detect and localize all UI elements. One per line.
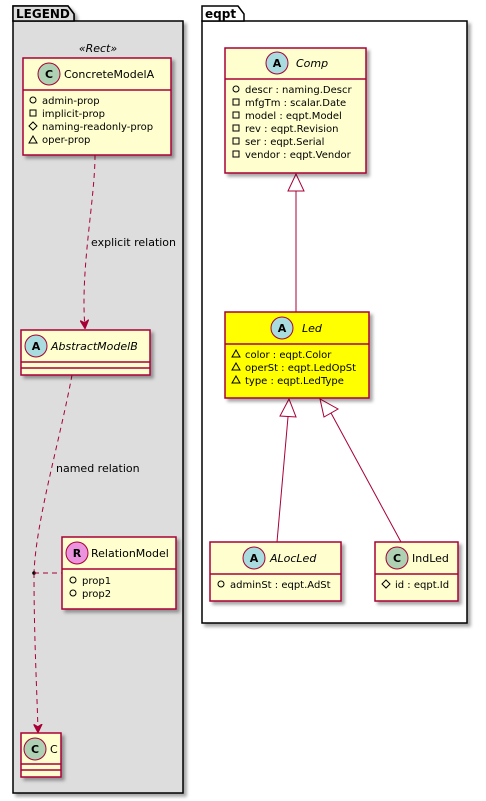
abstract-class-badge-icon bbox=[242, 546, 266, 570]
member: ser : eqpt.Serial bbox=[245, 137, 324, 148]
concrete-class-badge-icon bbox=[37, 62, 61, 86]
package-visibility-icon bbox=[231, 348, 241, 358]
badge-letter: R bbox=[73, 547, 82, 560]
abstract-class-badge-icon bbox=[265, 51, 289, 75]
badge-letter: A bbox=[250, 552, 259, 565]
package-visibility-icon bbox=[231, 361, 241, 371]
aloc-led-generalization-head bbox=[279, 397, 297, 418]
private-visibility-icon bbox=[29, 109, 37, 117]
package-visibility-icon bbox=[28, 134, 38, 144]
badge-letter: C bbox=[31, 743, 39, 756]
badge-letter: A bbox=[32, 340, 41, 353]
named-relation-label: named relation bbox=[56, 462, 140, 475]
legend-stereotype: «Rect» bbox=[79, 42, 118, 55]
member: color : eqpt.Color bbox=[245, 350, 332, 361]
badge-letter: C bbox=[393, 552, 401, 565]
led-comp-generalization-head bbox=[287, 172, 305, 192]
explicit-relation-edge bbox=[84, 154, 96, 328]
class-relation-model: R RelationModel prop1 prop2 bbox=[61, 536, 177, 610]
member: mfgTm : scalar.Date bbox=[245, 98, 346, 109]
edges: explicit relation named relation bbox=[32, 154, 402, 732]
aloc-led-generalization bbox=[276, 416, 289, 543]
member: model : eqpt.Model bbox=[245, 111, 342, 122]
member: oper-prop bbox=[42, 135, 90, 146]
package-visibility-icon bbox=[231, 374, 241, 384]
member: operSt : eqpt.LedOpSt bbox=[245, 363, 356, 374]
class-name: Comp bbox=[296, 57, 328, 70]
private-visibility-icon bbox=[232, 111, 240, 119]
class-name: RelationModel bbox=[91, 547, 169, 560]
class-abstract-model-b: A AbstractModelB bbox=[20, 329, 151, 376]
class-name: AbstractModelB bbox=[50, 340, 138, 353]
class-ind-led: C IndLed id : eqpt.Id bbox=[374, 541, 459, 602]
class-c: C C bbox=[20, 732, 62, 778]
named-relation-edge-upper bbox=[33, 374, 73, 574]
class-name: ConcreteModelA bbox=[64, 68, 155, 81]
public-visibility-icon bbox=[232, 85, 240, 93]
class-comp: A Comp descr : naming.Descr mfgTm : scal… bbox=[224, 47, 367, 174]
member: admin-prop bbox=[42, 96, 100, 107]
member: prop2 bbox=[82, 589, 111, 600]
named-relation-edge-lower bbox=[34, 572, 38, 732]
concrete-class-badge-icon bbox=[23, 737, 47, 761]
relation-class-badge-icon bbox=[65, 541, 89, 565]
protected-visibility-icon bbox=[28, 121, 38, 131]
eqpt-package-title: eqpt bbox=[205, 7, 236, 21]
protected-visibility-icon bbox=[381, 579, 391, 589]
public-visibility-icon bbox=[69, 576, 77, 584]
badge-letter: C bbox=[45, 68, 53, 81]
class-name: ALocLed bbox=[269, 552, 317, 565]
private-visibility-icon bbox=[232, 137, 240, 145]
abstract-class-badge-icon bbox=[24, 334, 48, 358]
class-aloc-led: A ALocLed adminSt : eqpt.AdSt bbox=[209, 541, 342, 602]
member: id : eqpt.Id bbox=[395, 580, 449, 591]
member: prop1 bbox=[82, 576, 111, 587]
member: rev : eqpt.Revision bbox=[245, 124, 338, 135]
abstract-class-badge-icon bbox=[270, 316, 294, 340]
badge-letter: A bbox=[273, 57, 282, 70]
class-led: A Led color : eqpt.Color operSt : eqpt.L… bbox=[224, 311, 370, 399]
member: descr : naming.Descr bbox=[245, 85, 352, 96]
explicit-relation-label: explicit relation bbox=[91, 236, 176, 249]
class-concrete-model-a: C ConcreteModelA admin-prop implicit-pro… bbox=[22, 57, 172, 156]
class-name: C bbox=[50, 743, 58, 756]
public-visibility-icon bbox=[69, 589, 77, 597]
private-visibility-icon bbox=[232, 98, 240, 106]
member: type : eqpt.LedType bbox=[245, 376, 344, 387]
public-visibility-icon bbox=[217, 580, 225, 588]
ind-led-generalization-head bbox=[319, 398, 340, 418]
member: naming-readonly-prop bbox=[42, 122, 153, 133]
class-name: Led bbox=[302, 322, 323, 335]
ind-led-generalization bbox=[330, 412, 402, 543]
private-visibility-icon bbox=[232, 150, 240, 158]
public-visibility-icon bbox=[29, 96, 37, 104]
private-visibility-icon bbox=[232, 124, 240, 132]
class-name: IndLed bbox=[412, 552, 449, 565]
legend-package-title: LEGEND bbox=[16, 7, 70, 21]
member: vendor : eqpt.Vendor bbox=[245, 150, 352, 161]
member: implicit-prop bbox=[42, 109, 105, 120]
concrete-class-badge-icon bbox=[385, 546, 409, 570]
member: adminSt : eqpt.AdSt bbox=[230, 580, 331, 591]
badge-letter: A bbox=[278, 322, 287, 335]
